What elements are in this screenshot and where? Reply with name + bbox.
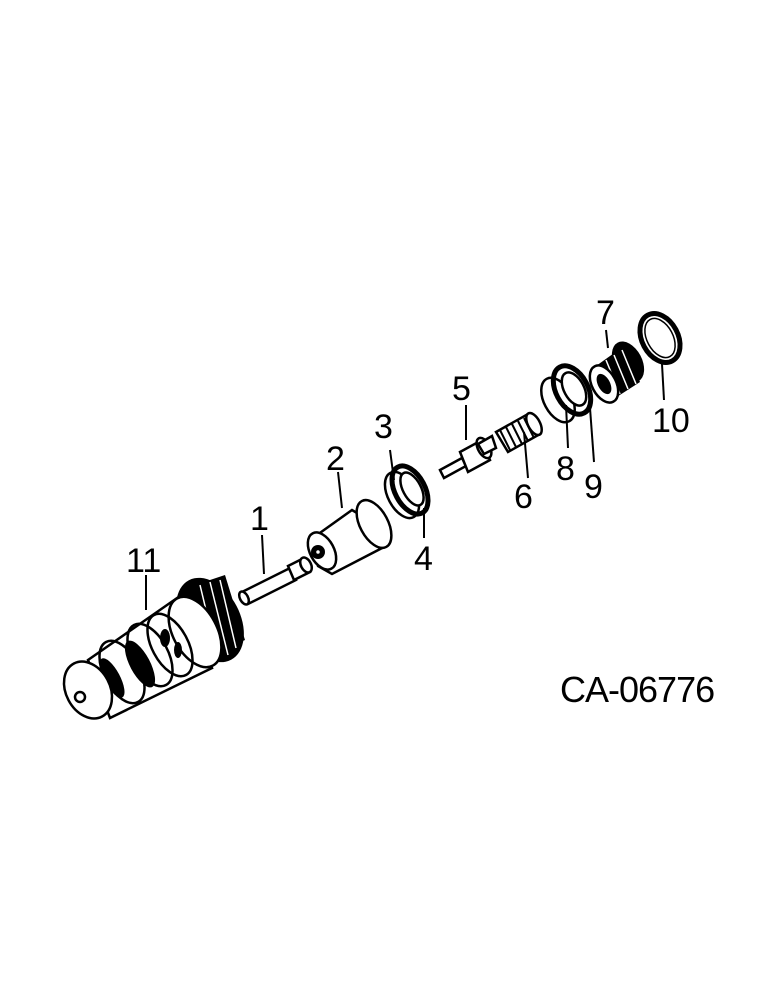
- part-2-seat: [306, 498, 393, 576]
- part-1-stem: [237, 556, 314, 606]
- callout-4: 4: [414, 540, 433, 578]
- callout-8: 8: [556, 450, 575, 488]
- callout-2: 2: [326, 440, 345, 478]
- part-11-valve-body: [62, 575, 245, 720]
- part-7-plug: [588, 341, 645, 404]
- part-3-4-rings: [383, 463, 431, 520]
- part-10-o-ring: [637, 311, 683, 365]
- callout-5: 5: [452, 370, 471, 408]
- callout-6: 6: [514, 478, 533, 516]
- callout-1: 1: [250, 500, 269, 538]
- part-6-spring: [494, 411, 543, 454]
- callout-11: 11: [126, 542, 161, 580]
- reference-code: CA-06776: [560, 669, 714, 710]
- part-5-poppet: [438, 434, 498, 480]
- leader-lines: [145, 329, 665, 610]
- callout-9: 9: [584, 468, 603, 506]
- callout-10: 10: [652, 402, 690, 440]
- callout-3: 3: [374, 408, 393, 446]
- callout-7: 7: [596, 294, 615, 332]
